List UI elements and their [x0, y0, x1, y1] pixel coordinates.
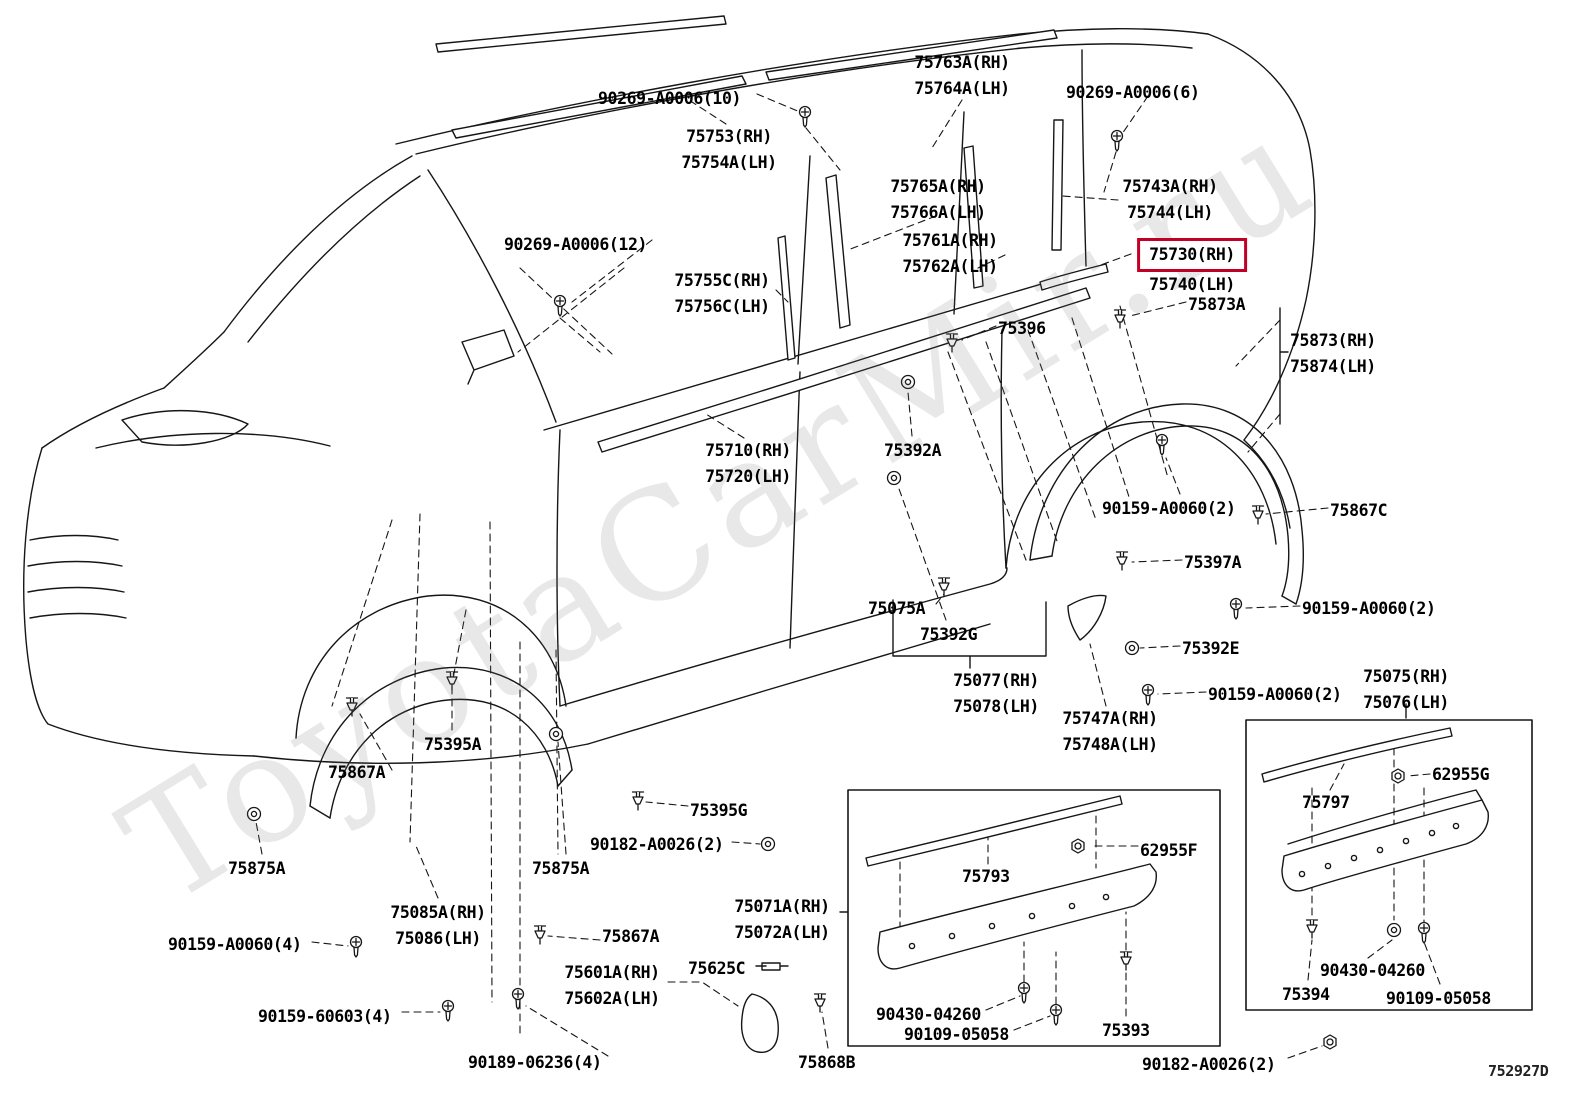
part-label-90430-04260-b[interactable]: 90430-04260: [1320, 961, 1425, 980]
grommet-icon: [1124, 640, 1140, 656]
part-label-90189-06236-4[interactable]: 90189-06236(4): [468, 1053, 602, 1072]
part-label-75740[interactable]: 75740(LH): [1149, 275, 1235, 294]
part-label-75868B[interactable]: 75868B: [798, 1053, 856, 1072]
screw-icon: [1229, 597, 1243, 620]
grommet-icon: [548, 726, 564, 742]
part-label-75873[interactable]: 75873(RH) 75874(LH): [1290, 331, 1376, 376]
clip-icon: [1113, 309, 1127, 329]
part-label-75392A[interactable]: 75392A: [884, 441, 942, 460]
part-label-90269-A0006-6[interactable]: 90269-A0006(6): [1066, 83, 1200, 102]
nut-icon: [1323, 1034, 1337, 1050]
clip-icon: [1251, 505, 1265, 525]
part-label-75875A-b[interactable]: 75875A: [532, 859, 590, 878]
screw-icon: [1049, 1003, 1063, 1026]
part-label-90182-A0026-2a[interactable]: 90182-A0026(2): [590, 835, 724, 854]
grommet-icon: [900, 374, 916, 390]
part-label-90159-60603-4[interactable]: 90159-60603(4): [258, 1007, 392, 1026]
part-label-75397A[interactable]: 75397A: [1184, 553, 1242, 572]
part-label-90182-A0026-2b[interactable]: 90182-A0026(2): [1142, 1055, 1276, 1074]
part-label-75867A-b[interactable]: 75867A: [602, 927, 660, 946]
part-label-75396[interactable]: 75396: [998, 319, 1046, 338]
grommet-icon: [886, 470, 902, 486]
part-label-75867C[interactable]: 75867C: [1330, 501, 1388, 520]
clip-icon: [533, 925, 547, 945]
part-label-75875A-a[interactable]: 75875A: [228, 859, 286, 878]
screw-icon: [1017, 981, 1031, 1004]
screw-icon: [1141, 683, 1155, 706]
part-label-75394[interactable]: 75394: [1282, 985, 1330, 1004]
screw-icon: [798, 105, 812, 128]
detail-box-rocker-front: [1245, 719, 1533, 1011]
part-label-75075[interactable]: 75075(RH) 75076(LH): [1363, 667, 1449, 712]
part-label-90430-04260-a[interactable]: 90430-04260: [876, 1005, 981, 1024]
screw-icon: [553, 294, 567, 317]
part-label-75755C[interactable]: 75755C(RH) 75756C(LH): [674, 271, 770, 316]
clip-icon: [1115, 551, 1129, 571]
detail-box-rocker-rear: [847, 789, 1221, 1047]
nut-icon: [1391, 768, 1405, 784]
part-label-75765A[interactable]: 75765A(RH) 75766A(LH): [890, 177, 986, 222]
grommet-icon: [1386, 922, 1402, 938]
part-label-90269-A0006-10[interactable]: 90269-A0006(10): [598, 89, 742, 108]
part-label-90159-A0060-4[interactable]: 90159-A0060(4): [168, 935, 302, 954]
screw-icon: [511, 987, 525, 1010]
part-label-75753[interactable]: 75753(RH) 75754A(LH): [681, 127, 777, 172]
part-label-75392E[interactable]: 75392E: [1182, 639, 1240, 658]
car-body-outline: [23, 15, 1316, 819]
part-label-75763A[interactable]: 75763A(RH) 75764A(LH): [914, 53, 1010, 98]
clip-icon: [631, 791, 645, 811]
clip-icon: [937, 577, 951, 597]
part-label-75743A[interactable]: 75743A(RH) 75744(LH): [1122, 177, 1218, 222]
clip-icon: [813, 993, 827, 1013]
screw-icon: [441, 999, 455, 1022]
part-label-75873A[interactable]: 75873A: [1188, 295, 1246, 314]
screw-icon: [349, 935, 363, 958]
part-label-90159-A0060-2b[interactable]: 90159-A0060(2): [1302, 599, 1436, 618]
grommet-icon: [760, 836, 776, 852]
diagram-code: 752927D: [1488, 1062, 1549, 1080]
part-label-75085A[interactable]: 75085A(RH) 75086(LH): [390, 903, 486, 948]
part-label-90109-05058-b[interactable]: 90109-05058: [1386, 989, 1491, 1008]
part-label-90269-A0006-12[interactable]: 90269-A0006(12): [504, 235, 648, 254]
clip-icon: [1119, 951, 1133, 971]
screw-icon: [1110, 129, 1124, 152]
part-label-62955F[interactable]: 62955F: [1140, 841, 1198, 860]
part-label-75761A[interactable]: 75761A(RH) 75762A(LH): [902, 231, 998, 276]
part-label-90159-A0060-2c[interactable]: 90159-A0060(2): [1208, 685, 1342, 704]
part-label-75625C[interactable]: 75625C: [688, 959, 746, 978]
part-label-90159-A0060-2a[interactable]: 90159-A0060(2): [1102, 499, 1236, 518]
part-label-75793[interactable]: 75793: [962, 867, 1010, 886]
clip-icon: [1305, 919, 1319, 939]
part-label-75071A[interactable]: 75071A(RH) 75072A(LH): [734, 897, 830, 942]
grommet-icon: [246, 806, 262, 822]
bracket-leader-lines: [755, 307, 1407, 967]
part-label-90109-05058-a[interactable]: 90109-05058: [904, 1025, 1009, 1044]
clip-icon: [345, 697, 359, 717]
part-label-62955G[interactable]: 62955G: [1432, 765, 1490, 784]
part-label-75730-highlighted[interactable]: 75730(RH): [1137, 238, 1247, 272]
screw-icon: [1417, 921, 1431, 944]
part-label-75075A[interactable]: 75075A: [868, 599, 926, 618]
part-label-75747A[interactable]: 75747A(RH) 75748A(LH): [1062, 709, 1158, 754]
clip-icon: [445, 671, 459, 691]
part-label-75392G[interactable]: 75392G: [920, 625, 978, 644]
part-label-75395A[interactable]: 75395A: [424, 735, 482, 754]
part-label-75395G[interactable]: 75395G: [690, 801, 748, 820]
part-label-75797[interactable]: 75797: [1302, 793, 1350, 812]
nut-icon: [1071, 838, 1085, 854]
part-label-75601A[interactable]: 75601A(RH) 75602A(LH): [564, 963, 660, 1008]
part-label-75077[interactable]: 75077(RH) 75078(LH): [953, 671, 1039, 716]
part-label-75867A-a[interactable]: 75867A: [328, 763, 386, 782]
screw-icon: [1155, 433, 1169, 456]
part-label-75393[interactable]: 75393: [1102, 1021, 1150, 1040]
moulding-strips: [451, 29, 1109, 1053]
part-label-75710[interactable]: 75710(RH) 75720(LH): [705, 441, 791, 486]
